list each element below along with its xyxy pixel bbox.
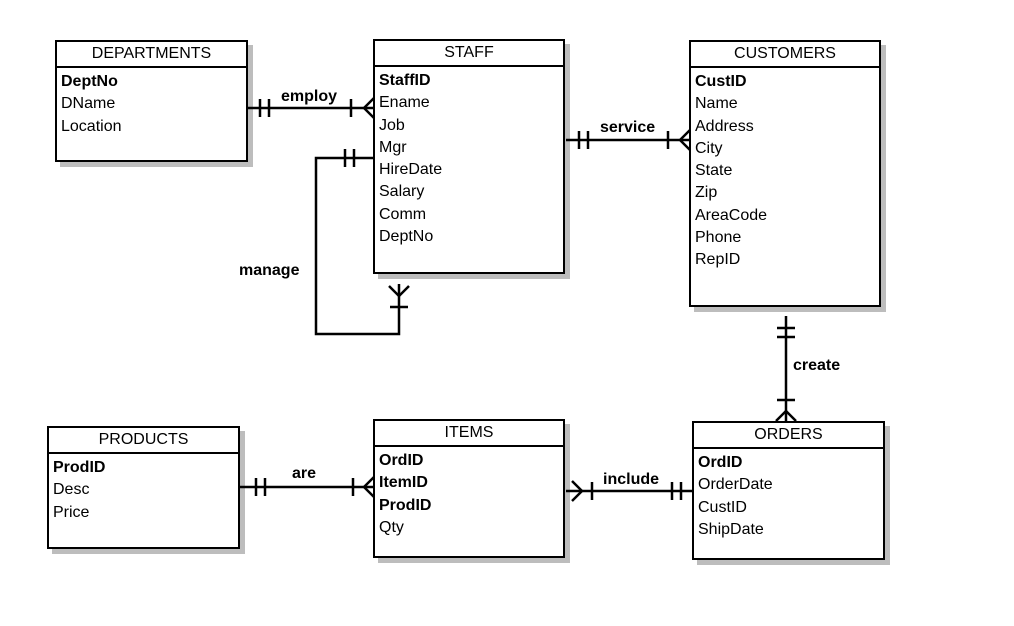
entity-title: PRODUCTS	[49, 428, 238, 454]
key-attribute: ProdID	[53, 459, 106, 476]
attribute: City	[695, 139, 723, 157]
entity-title: ITEMS	[375, 421, 563, 447]
attribute-list: OrdID ItemID ProdID Qty	[375, 447, 563, 539]
entity-title: ORDERS	[694, 423, 883, 449]
entity-title: STAFF	[375, 41, 563, 67]
attribute: Phone	[695, 229, 742, 247]
attribute: Qty	[379, 518, 404, 536]
attribute: RepID	[695, 251, 741, 269]
attribute: Name	[695, 95, 738, 113]
relationship-label: employ	[281, 88, 337, 105]
key-attribute: ProdID	[379, 496, 432, 514]
relationship-label: include	[603, 471, 659, 488]
attribute: Job	[379, 116, 405, 134]
attribute: HireDate	[379, 161, 443, 179]
relationship-label: create	[793, 357, 840, 374]
attribute: ShipDate	[698, 520, 764, 538]
relationship-label: service	[600, 119, 655, 136]
attribute: Ename	[379, 94, 430, 112]
attribute: Salary	[379, 183, 425, 201]
relationship-label: manage	[239, 262, 300, 279]
attribute: Address	[695, 117, 754, 135]
entity-items[interactable]: ITEMS OrdID ItemID ProdID Qty	[373, 419, 565, 558]
relationship-include: include	[566, 471, 693, 502]
key-attribute: OrdID	[379, 452, 424, 469]
relationship-service: service	[566, 119, 691, 151]
key-attribute: DeptNo	[61, 73, 118, 90]
entity-title: CUSTOMERS	[691, 42, 879, 68]
key-attribute: ItemID	[379, 474, 428, 492]
relationship-label: are	[292, 465, 316, 482]
relationship-manage: manage	[239, 149, 410, 336]
relationship-employ: employ	[248, 88, 375, 119]
key-attribute: CustID	[695, 73, 747, 90]
attribute: State	[695, 162, 733, 180]
attribute: DeptNo	[379, 228, 434, 246]
attribute: CustID	[698, 498, 747, 516]
attribute: DName	[61, 95, 116, 113]
attribute: Price	[53, 503, 90, 521]
attribute: Comm	[379, 205, 427, 223]
relationship-are: are	[240, 465, 375, 498]
relationship-create: create	[775, 316, 840, 422]
attribute: Desc	[53, 481, 90, 499]
key-attribute: StaffID	[379, 72, 431, 89]
attribute: AreaCode	[695, 206, 768, 224]
key-attribute: OrdID	[698, 454, 743, 471]
attribute: Mgr	[379, 138, 407, 156]
attribute: Location	[61, 117, 122, 135]
attribute: OrderDate	[698, 476, 773, 494]
entity-title: DEPARTMENTS	[57, 42, 246, 68]
attribute: Zip	[695, 184, 718, 202]
